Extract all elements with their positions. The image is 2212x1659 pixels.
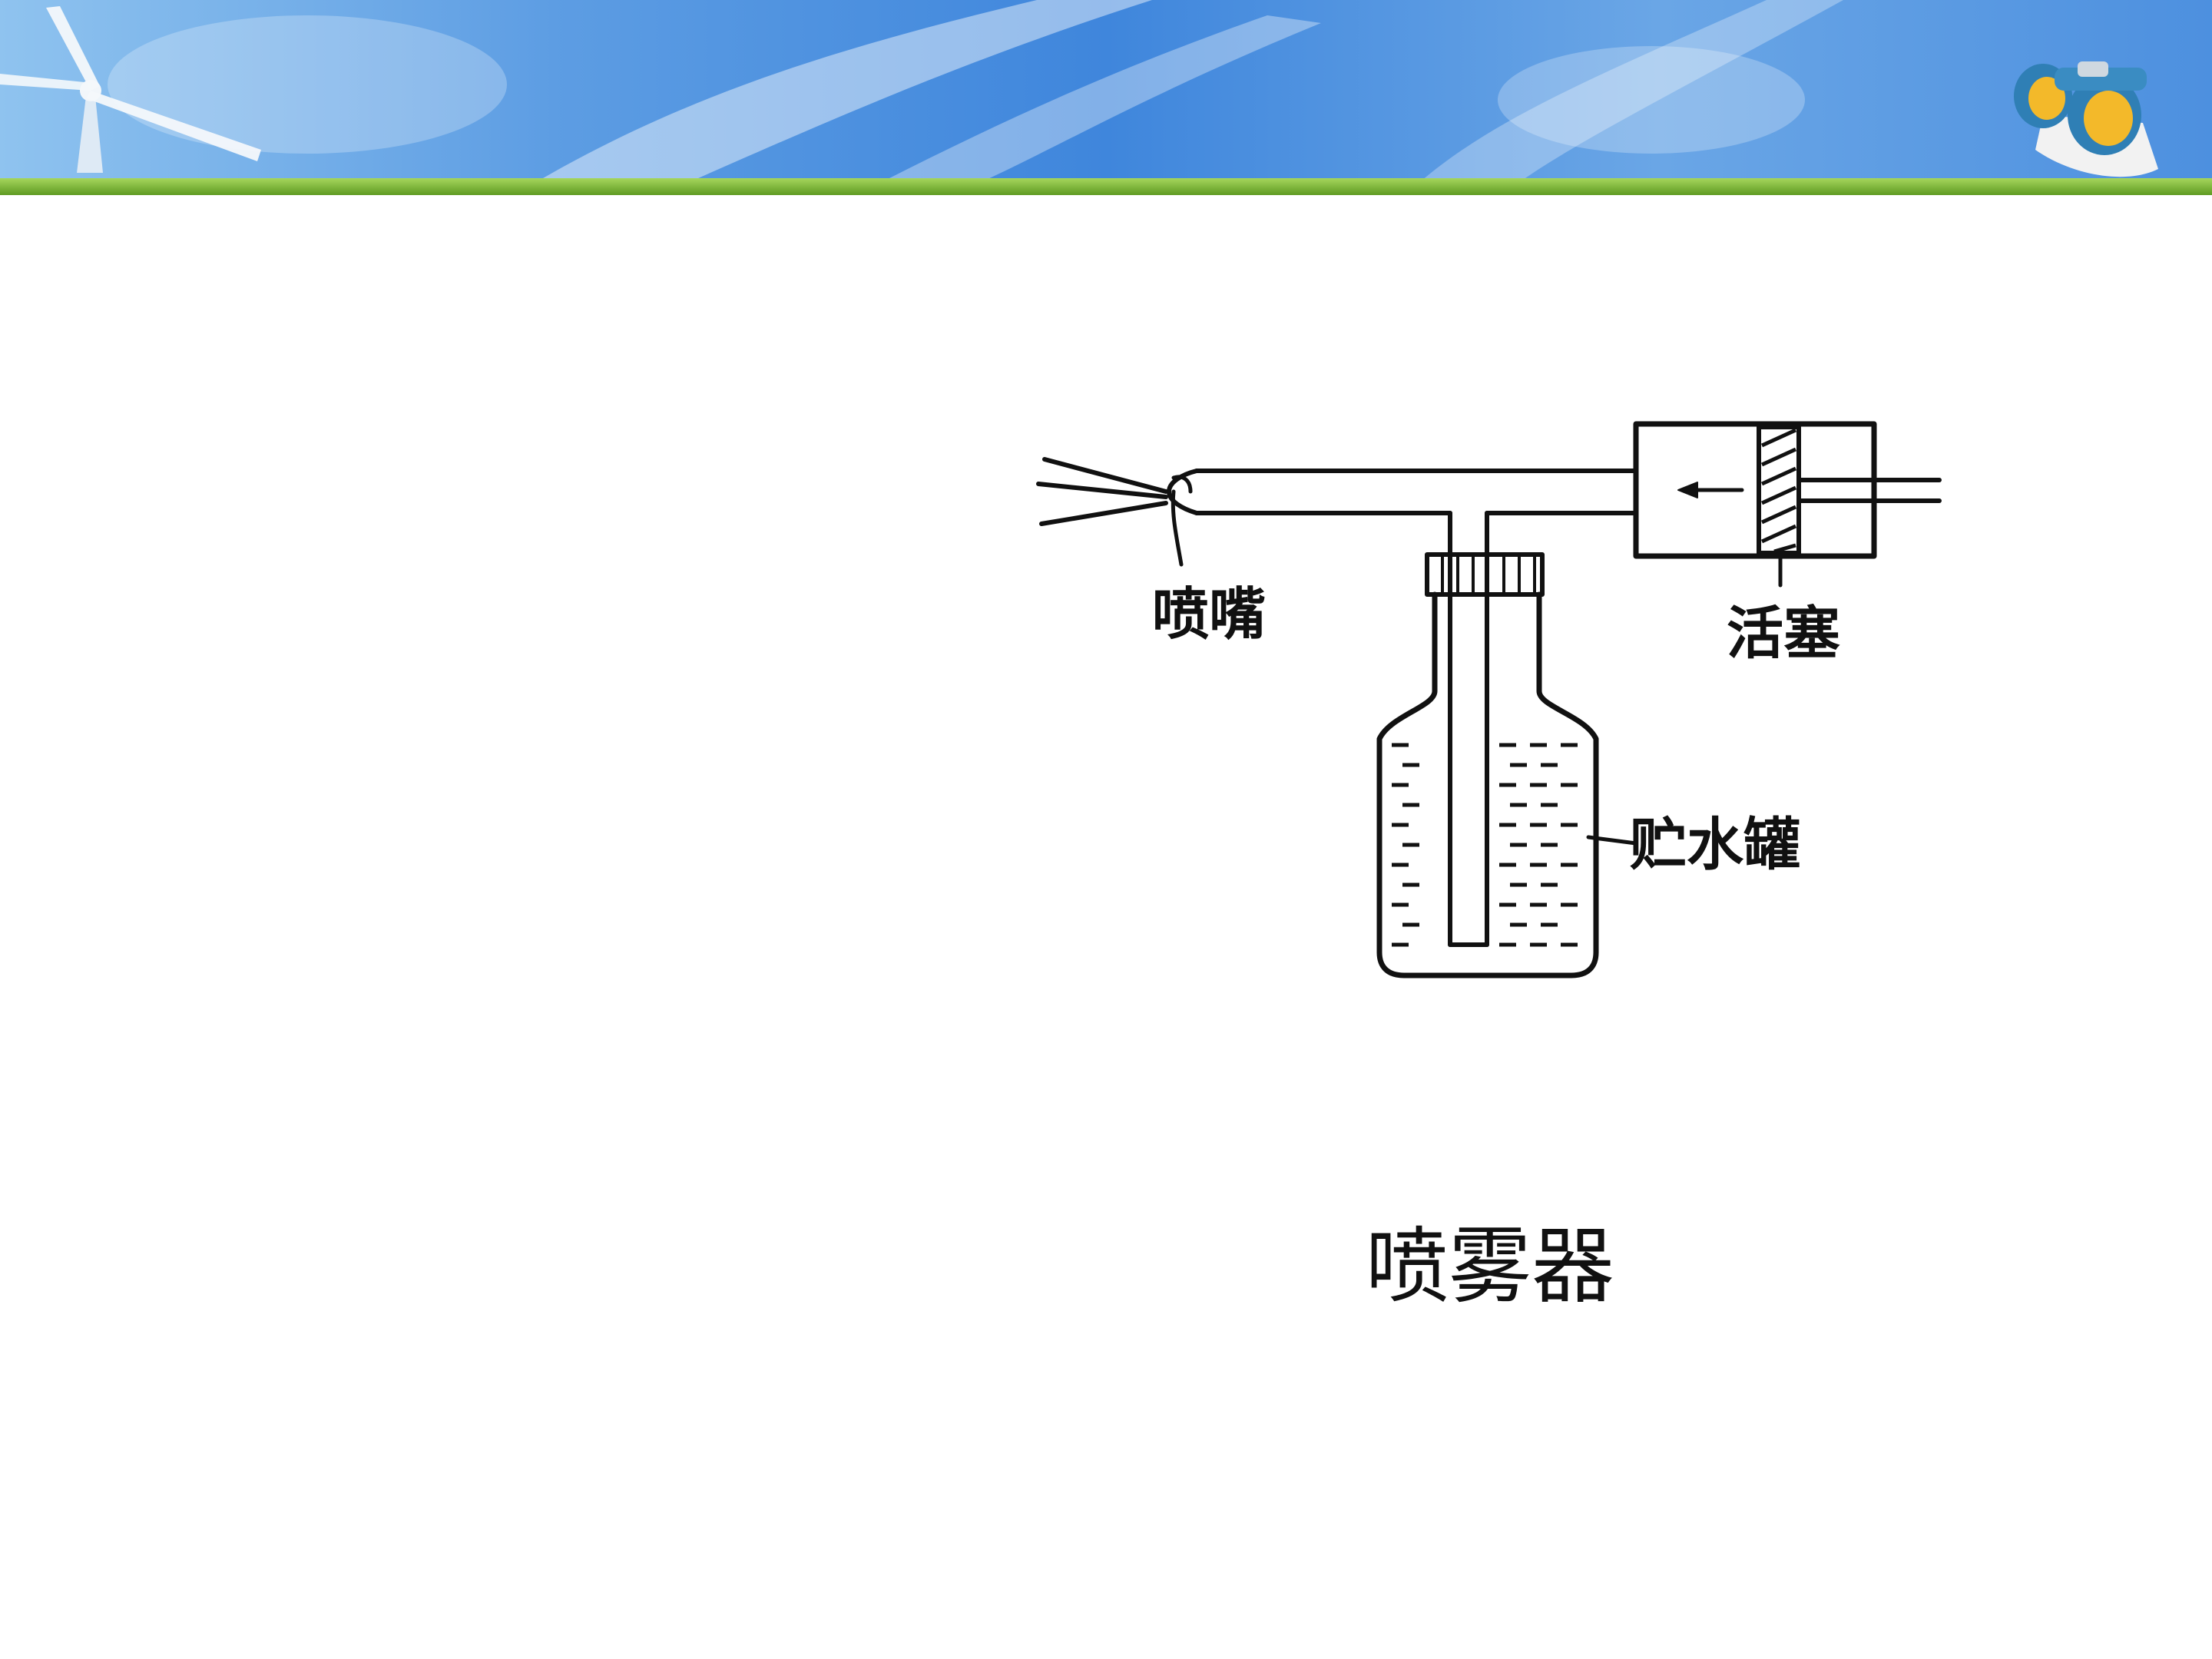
air-tube (1194, 469, 1638, 515)
piston-rod (1795, 478, 1942, 503)
water-tank (1376, 591, 1599, 979)
siphon-tube (1448, 511, 1489, 947)
sprayer-diagram: 喷嘴 活塞 贮水罐 (1036, 421, 1942, 979)
diagram-caption: 喷雾器 (1365, 1219, 1614, 1315)
tank-label: 贮水罐 (1630, 812, 1800, 878)
binoculars-icon (2014, 61, 2158, 177)
nozzle-label: 喷嘴 (1152, 581, 1266, 647)
piston-label: 活塞 (1727, 601, 1840, 667)
header-banner (0, 0, 2212, 195)
nozzle (1167, 469, 1199, 515)
water (1392, 743, 1578, 947)
tank-cap (1425, 552, 1545, 597)
wind-turbine-icon (0, 6, 261, 173)
left-arrow-icon (1677, 482, 1744, 498)
piston (1757, 425, 1801, 555)
spray-mist (1036, 457, 1168, 526)
pump-cylinder (1633, 421, 1877, 559)
